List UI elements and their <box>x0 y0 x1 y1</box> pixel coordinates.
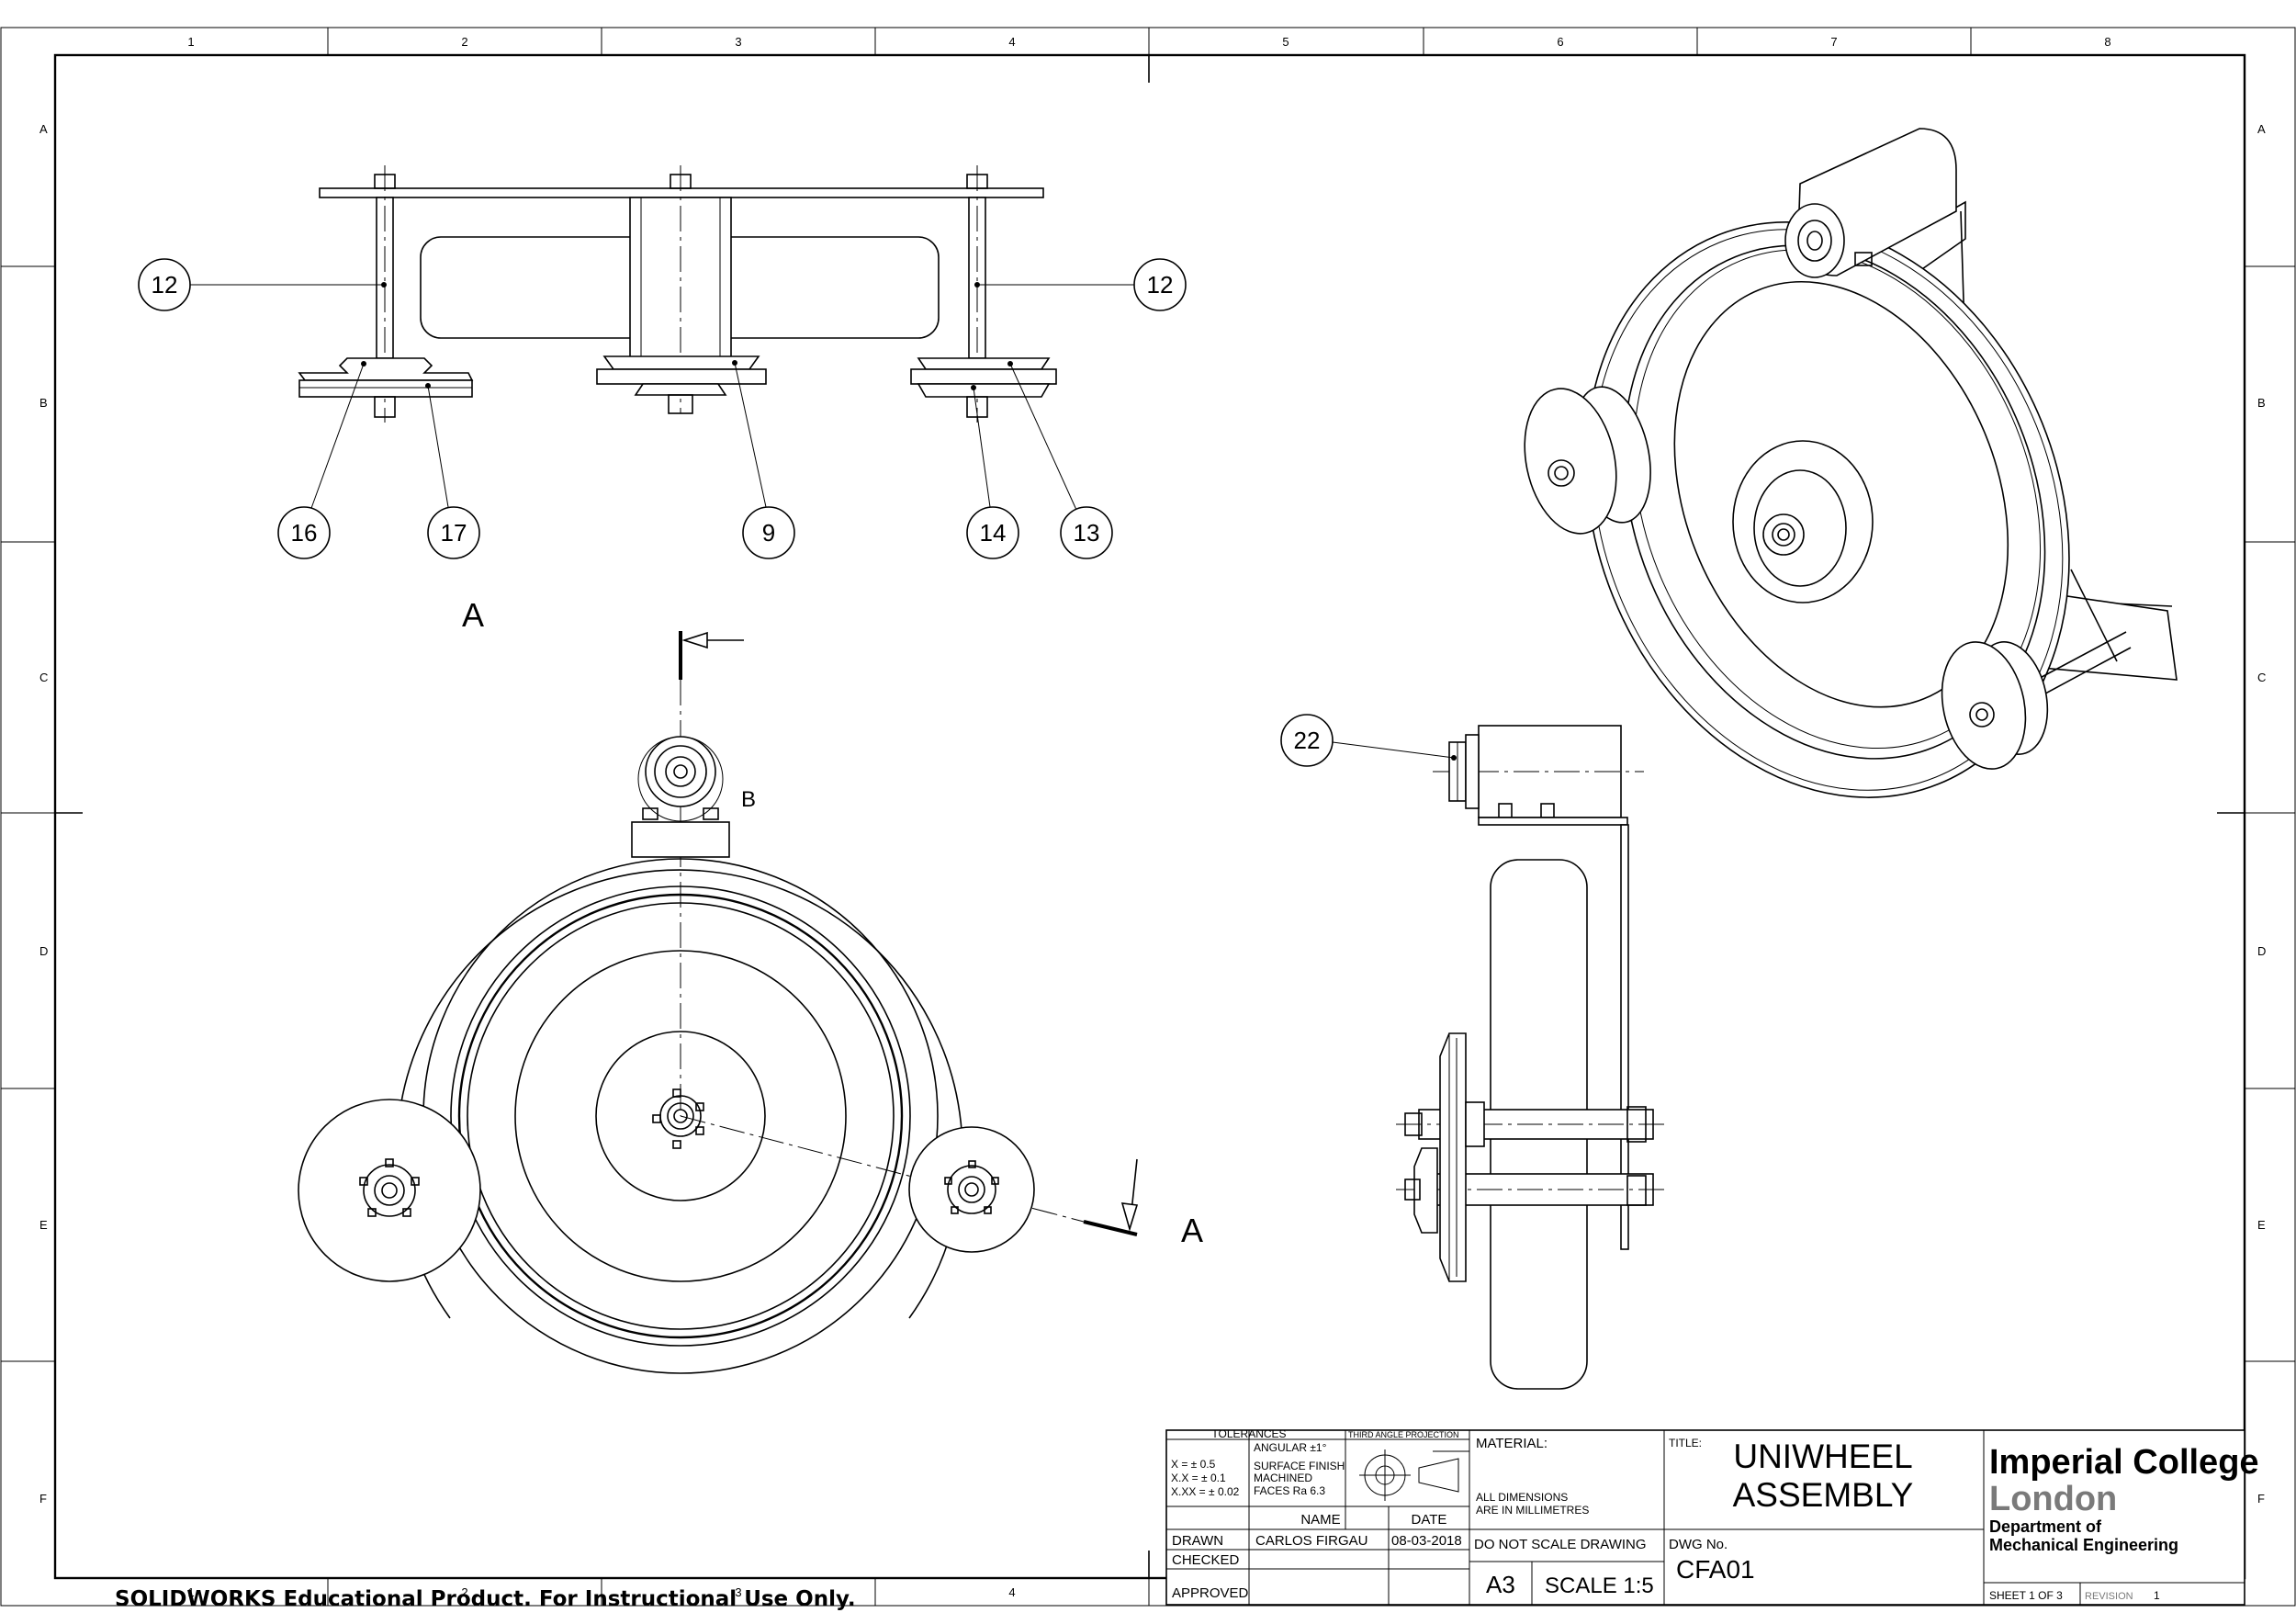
zone-row-c-right: C <box>2257 671 2266 684</box>
approved-label: APPROVED <box>1172 1585 1249 1601</box>
balloon-12-left-label: 12 <box>152 271 178 299</box>
zone-col-2: 2 <box>461 35 467 49</box>
balloon-12-right-label: 12 <box>1147 271 1174 299</box>
zone-col-8: 8 <box>2104 35 2110 49</box>
material-label: MATERIAL: <box>1476 1436 1548 1451</box>
zone-row-a: A <box>39 122 48 136</box>
faces: FACES Ra 6.3 <box>1254 1484 1325 1497</box>
revision-value: 1 <box>2154 1589 2160 1602</box>
balloon-16-label: 16 <box>291 519 318 547</box>
tol-x: X = ± 0.5 <box>1171 1458 1216 1471</box>
front-view: B A A <box>298 596 1203 1374</box>
college-city: London <box>1989 1480 2117 1518</box>
balloon-9-label: 9 <box>762 519 775 547</box>
surface-finish: SURFACE FINISH <box>1254 1460 1345 1472</box>
zone-row-e-right: E <box>2257 1218 2266 1232</box>
balloon-22 <box>1280 714 1334 767</box>
zone-col-6: 6 <box>1557 35 1563 49</box>
zone-row-b: B <box>39 396 48 410</box>
tol-xx: X.X = ± 0.1 <box>1171 1472 1226 1484</box>
college-name: Imperial College <box>1989 1443 2259 1482</box>
balloon-16 <box>277 506 331 559</box>
zone-col-2-bottom: 2 <box>461 1585 467 1599</box>
title-line-1: UNIWHEEL <box>1733 1438 1912 1475</box>
dwg-label: DWG No. <box>1669 1537 1728 1552</box>
balloon-12-left <box>138 258 191 311</box>
section-a-bottom-label: A <box>1181 1212 1203 1249</box>
angular-tolerance: ANGULAR ±1° <box>1254 1441 1327 1454</box>
zone-row-f-right: F <box>2257 1492 2265 1506</box>
balloons-top: 12 12 16 17 9 14 13 <box>138 258 1187 559</box>
zone-col-1-bottom: 1 <box>187 1585 194 1599</box>
balloon-12-right <box>1133 258 1187 311</box>
section-a-top-label: A <box>462 596 484 634</box>
zone-col-7: 7 <box>1830 35 1837 49</box>
zone-col-4-bottom: 4 <box>1008 1585 1015 1599</box>
sheet-size: A3 <box>1486 1571 1515 1598</box>
zone-labels: 1 2 3 4 5 6 7 8 1 2 3 4 A B C D E F A B … <box>39 35 2266 1599</box>
balloon-13 <box>1060 506 1113 559</box>
projection-label: THIRD ANGLE PROJECTION <box>1348 1430 1459 1439</box>
scale: SCALE 1:5 <box>1545 1573 1654 1598</box>
zone-col-1: 1 <box>187 35 194 49</box>
drawn-label: DRAWN <box>1172 1533 1223 1549</box>
department-line-1: Department of <box>1989 1517 2102 1536</box>
zone-col-5: 5 <box>1282 35 1289 49</box>
balloon-14-label: 14 <box>980 519 1007 547</box>
drawn-date: 08-03-2018 <box>1391 1533 1462 1549</box>
dwg-number: CFA01 <box>1676 1555 1755 1584</box>
title-block: TOLERANCES X = ± 0.5 X.X = ± 0.1 X.XX = … <box>1165 1427 2259 1606</box>
zone-row-d-right: D <box>2257 944 2266 958</box>
machined: MACHINED <box>1254 1472 1312 1484</box>
checked-label: CHECKED <box>1172 1552 1240 1568</box>
zone-col-3-bottom: 3 <box>735 1585 741 1599</box>
sheet-number: SHEET 1 OF 3 <box>1989 1589 2063 1602</box>
balloon-13-label: 13 <box>1074 519 1100 547</box>
top-view <box>298 165 1057 423</box>
zone-row-d: D <box>39 944 48 958</box>
title-line-2: ASSEMBLY <box>1733 1476 1914 1514</box>
sheet-frame <box>0 27 2296 1607</box>
balloon-17 <box>427 506 480 559</box>
dims-line-2: ARE IN MILLIMETRES <box>1476 1504 1589 1517</box>
isometric-view <box>1524 128 2178 798</box>
detail-b-label: B <box>741 787 756 812</box>
balloon-22-group: 22 <box>1280 714 1457 767</box>
balloon-17-label: 17 <box>441 519 467 547</box>
name-label: NAME <box>1300 1512 1340 1528</box>
balloon-14 <box>966 506 1019 559</box>
revision-label: REVISION <box>2085 1591 2133 1602</box>
tolerances-label: TOLERANCES <box>1211 1427 1286 1440</box>
do-not-scale: DO NOT SCALE DRAWING <box>1474 1537 1647 1552</box>
zone-row-b-right: B <box>2257 396 2266 410</box>
department-line-2: Mechanical Engineering <box>1989 1536 2178 1554</box>
zone-col-4: 4 <box>1008 35 1015 49</box>
title-label: TITLE: <box>1669 1437 1702 1449</box>
zone-row-e: E <box>39 1218 48 1232</box>
zone-row-c: C <box>39 671 48 684</box>
drawn-name: CARLOS FIRGAU <box>1255 1533 1368 1549</box>
balloon-9 <box>742 506 795 559</box>
tol-xxx: X.XX = ± 0.02 <box>1171 1485 1240 1498</box>
balloon-22-label: 22 <box>1294 727 1321 754</box>
dims-line-1: ALL DIMENSIONS <box>1476 1491 1568 1504</box>
date-label: DATE <box>1412 1512 1447 1528</box>
zone-row-f: F <box>39 1492 47 1506</box>
side-view <box>1396 725 1667 1390</box>
zone-col-3: 3 <box>735 35 741 49</box>
zone-row-a-right: A <box>2257 122 2266 136</box>
solidworks-watermark: SOLIDWORKS Educational Product. For Inst… <box>115 1587 856 1611</box>
